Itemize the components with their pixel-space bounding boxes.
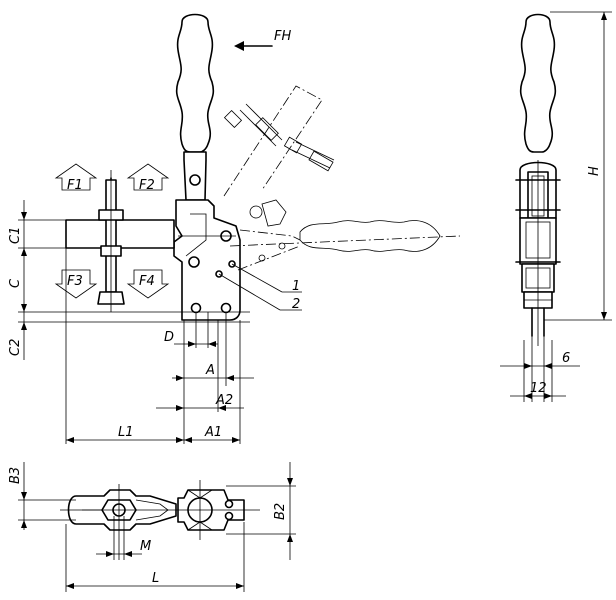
force-arrow-f4: F4 [126,269,170,299]
dim-a2: A2 [215,393,233,408]
mounting-hole-2 [220,302,232,314]
svg-text:F4: F4 [139,274,155,289]
dim-l: L [152,571,159,586]
dim-c: C [8,278,23,288]
svg-text:FH: FH [274,29,291,44]
dim-a1: A1 [204,425,222,440]
dim-c2: C2 [8,339,23,356]
left-dim-lines [21,200,27,360]
reference-lines [18,219,250,323]
dim-six: 6 [562,351,570,366]
dim-a2-line [156,405,244,411]
pivot-pin-upper [189,174,201,186]
callout-leaders [218,263,302,311]
dim-l-line [65,522,245,592]
side-view: H 6 12 [500,11,612,402]
dim-a: A [205,363,215,378]
dim-l1-a1-line [66,437,240,443]
dim-h-line [544,11,612,321]
top-view: B3 B2 M L [8,462,296,592]
callout-label-2: 2 [292,297,300,312]
dim-six-line [500,336,580,402]
dim-b2: B2 [273,503,288,520]
top-mount-hole-1 [224,499,234,509]
dim-b3-line [18,462,76,530]
open-position-ghost [223,85,461,271]
svg-text:F1: F1 [67,178,83,193]
dim-d-line [174,341,218,347]
force-arrow-f1: F1 [54,163,98,193]
force-arrow-fh: FH [234,29,291,51]
extension-lines [65,248,241,444]
dim-l1: L1 [118,425,134,440]
handle-grip [175,13,215,153]
clamp-body [173,199,241,321]
body-detail [185,213,207,257]
dim-b3: B3 [8,467,23,484]
dim-a-line [172,375,254,381]
dim-m-line [96,516,142,560]
dim-c1: C1 [8,227,23,244]
front-view: C1 C C2 F1 F2 F3 F4 FH [8,13,461,444]
side-handle-grip [519,13,557,153]
pivot-pin-lower [188,256,200,268]
clamp-arm [65,219,175,249]
dim-h: H [587,166,602,176]
dim-twelve-line [510,340,566,402]
dim-twelve: 12 [530,381,547,396]
svg-text:F3: F3 [67,274,83,289]
dim-d: D [164,330,174,345]
callout-label-1: 1 [292,279,300,294]
mounting-hole-1 [190,302,202,314]
dim-m: M [140,539,151,554]
svg-text:F2: F2 [139,178,155,193]
force-arrow-f2: F2 [126,163,170,193]
force-arrow-f3: F3 [54,269,98,299]
top-mount-hole-2 [224,511,234,521]
dim-b2-line [226,462,296,560]
